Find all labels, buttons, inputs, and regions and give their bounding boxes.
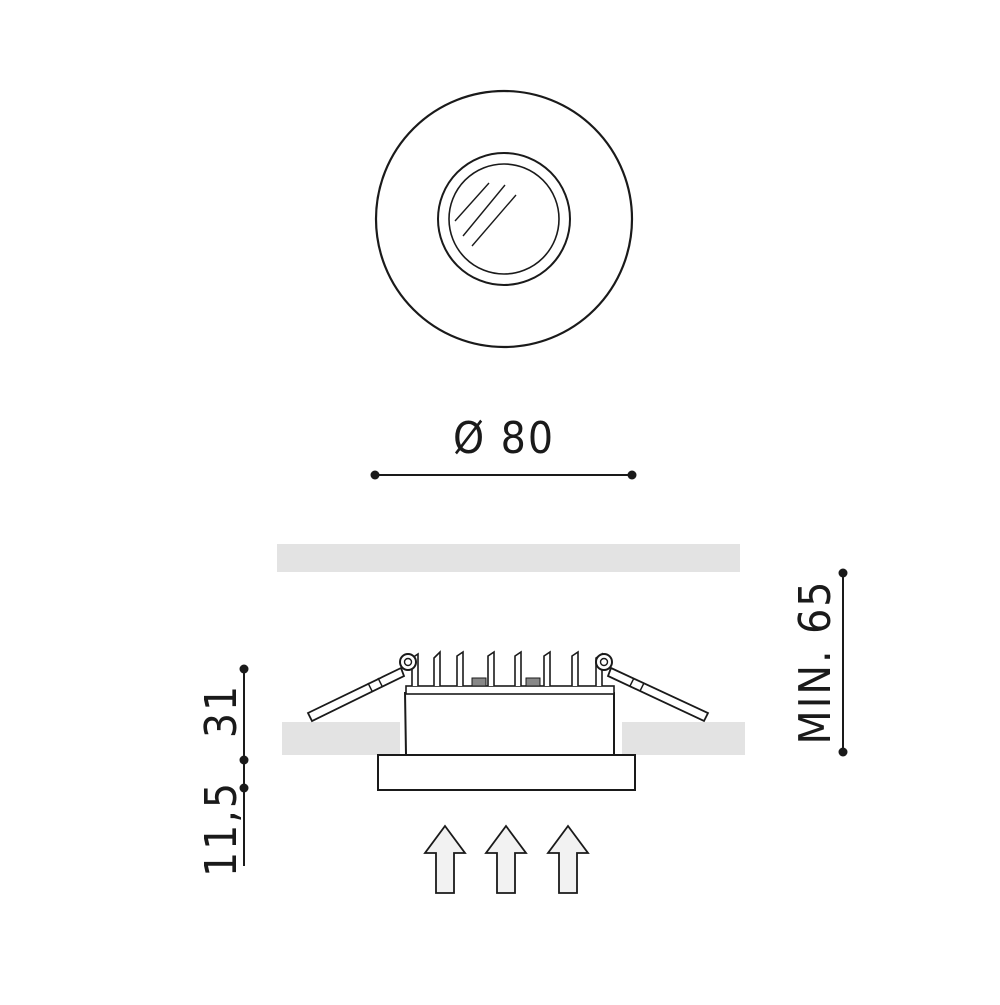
side-view-fixture: [306, 650, 710, 791]
light-direction-arrow-icon: [546, 824, 590, 894]
visible-height-label: 11,5: [196, 781, 247, 877]
diameter-label: Ø 80: [453, 413, 555, 464]
outer-trim-ring: [374, 89, 634, 349]
lens-inner: [448, 163, 560, 275]
fixture-body: [404, 691, 615, 756]
total-height-label: 31: [196, 684, 247, 738]
light-direction-arrow-icon: [423, 824, 467, 894]
ceiling-panel-left: [282, 722, 400, 755]
lens-outer: [437, 152, 571, 286]
upper-slab: [277, 544, 740, 572]
heatsink-fins: [411, 650, 603, 686]
top-view: [374, 89, 634, 349]
heatsink-base: [405, 685, 615, 695]
diameter-dimension: Ø 80: [370, 413, 637, 480]
min-cavity-dimension: MIN. 65: [790, 568, 848, 757]
light-direction-arrows: [423, 824, 590, 894]
min-cavity-label: MIN. 65: [790, 580, 841, 745]
light-direction-arrow-icon: [484, 824, 528, 894]
spring-clip-left: [306, 653, 417, 723]
diameter-endpoint-left: [370, 470, 380, 480]
diameter-endpoint-right: [627, 470, 637, 480]
height-dimensions: 31 11,5: [196, 664, 249, 877]
spring-clip-right: [595, 653, 710, 723]
glass-reflection-lines: [454, 182, 517, 247]
ceiling-panel-right: [622, 722, 745, 755]
trim-flange: [377, 754, 636, 791]
